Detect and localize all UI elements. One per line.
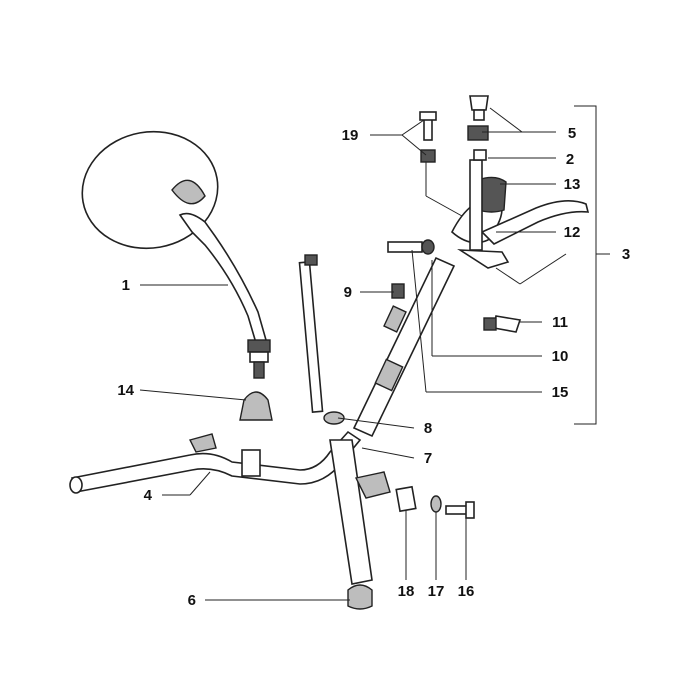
callout-13: 13	[564, 176, 581, 193]
handlebar[interactable]	[69, 430, 362, 494]
mirror-stem	[178, 212, 267, 344]
small-clamp[interactable]	[391, 283, 405, 299]
rubber-boot[interactable]	[239, 391, 273, 421]
screw-15-shaft	[387, 241, 423, 253]
spacer-2[interactable]	[473, 149, 487, 161]
lever-pivot-screw	[469, 159, 483, 251]
nut-19	[420, 149, 436, 163]
bolt-5-head	[469, 95, 489, 111]
callout-8: 8	[424, 420, 432, 437]
tube-insert-lower	[374, 358, 404, 392]
callout-6: 6	[188, 592, 196, 609]
tube-insert-upper	[383, 305, 407, 333]
callout-7: 7	[424, 450, 432, 467]
adjusting-rod[interactable]	[298, 254, 345, 425]
callout-11: 11	[552, 314, 568, 331]
washer-17[interactable]	[430, 495, 442, 513]
callout-17: 17	[428, 583, 445, 600]
rod-head	[304, 254, 318, 266]
lever-clamp	[457, 249, 510, 269]
steering-bracket	[354, 471, 391, 499]
callout-5: 5	[568, 125, 576, 142]
callout-labels: 1 2 3 4 5 6 7 8 9 10 11 12 13 14 15 16 1…	[117, 125, 630, 609]
bolt-16[interactable]	[445, 501, 475, 519]
callout-14: 14	[117, 382, 134, 399]
brake-lever	[480, 200, 590, 245]
bolt-16-head	[465, 501, 475, 519]
bolt-5-shaft	[473, 109, 485, 121]
mirror-stem-screw	[253, 361, 265, 379]
bolt-5-nut	[467, 125, 489, 141]
tube-body	[352, 256, 456, 438]
bolt-19-shaft	[423, 117, 433, 141]
screw-15[interactable]	[387, 239, 435, 255]
screw-15-washer	[421, 239, 435, 255]
steering-column[interactable]	[329, 439, 391, 585]
bolt-19[interactable]	[419, 111, 437, 163]
handlebar-tube	[70, 430, 362, 493]
callout-10: 10	[552, 348, 569, 365]
brake-switch[interactable]	[483, 315, 522, 333]
clamp-plate-18[interactable]	[395, 485, 417, 513]
callout-16: 16	[458, 583, 475, 600]
switch-terminal	[483, 317, 497, 331]
mirror-stem-thread	[249, 351, 269, 363]
callout-4: 4	[144, 487, 153, 504]
rod-washer	[323, 411, 345, 425]
callout-18: 18	[398, 583, 415, 600]
switch-body	[493, 315, 522, 333]
callout-19: 19	[342, 127, 359, 144]
callout-2: 2	[566, 151, 574, 168]
rear-view-mirror[interactable]	[73, 121, 271, 379]
callout-1: 1	[122, 277, 130, 294]
bolt-16-shaft	[445, 505, 469, 515]
handlebar-clip	[188, 433, 217, 453]
brake-lever-assembly[interactable]	[451, 159, 590, 269]
lever-pivot-boss	[477, 176, 507, 213]
leader-lines	[139, 105, 610, 601]
callout-15: 15	[552, 384, 569, 401]
callout-3: 3	[622, 246, 630, 263]
callout-12: 12	[564, 224, 581, 241]
mirror-back-shadow	[171, 179, 206, 205]
mirror-mount-sleeve	[241, 449, 261, 477]
mirror-stem-nut	[247, 339, 271, 353]
bottom-cap[interactable]	[347, 584, 373, 610]
bolt-19-head	[419, 111, 437, 121]
handlebar-end	[69, 476, 83, 494]
rod-shaft	[298, 260, 324, 414]
right-handlebar-tube[interactable]	[352, 256, 456, 438]
callout-9: 9	[344, 284, 352, 301]
bolt-5[interactable]	[467, 95, 489, 141]
steering-tube	[329, 439, 373, 585]
